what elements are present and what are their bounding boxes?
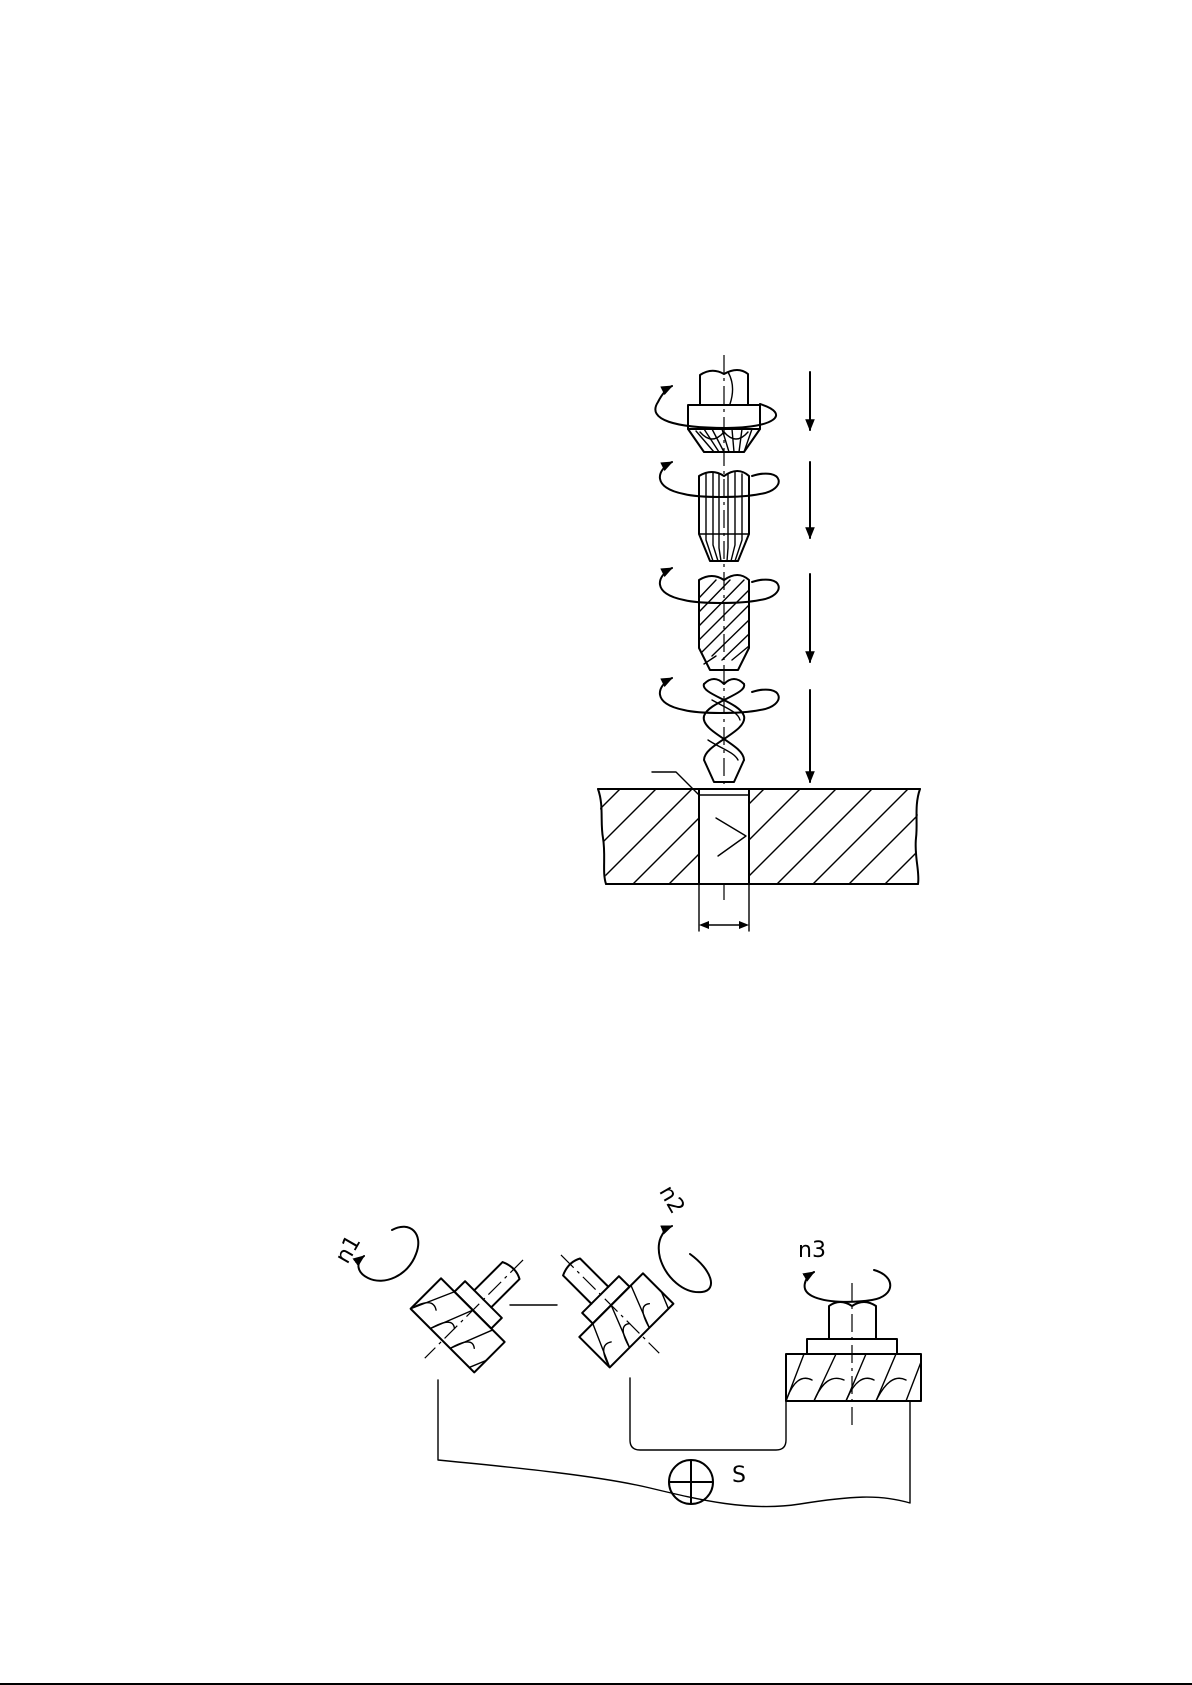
- drilling-figure: [520, 355, 1088, 931]
- label-n2: n2: [654, 1182, 690, 1219]
- label-n1: n1: [331, 1231, 367, 1268]
- milling-figure: n1 n2 n3: [331, 1182, 921, 1507]
- rotation-arrow-icon: [655, 386, 776, 428]
- hatch-line: [556, 789, 656, 889]
- cutter-2-icon: [529, 1223, 691, 1385]
- hatch-line: [736, 789, 836, 889]
- machine-frame: [438, 1378, 910, 1507]
- label-s: S: [732, 1463, 746, 1488]
- rotation-arrow-icon: [805, 1270, 891, 1302]
- hatch-line: [592, 789, 692, 889]
- cutter-3-icon: [786, 1283, 921, 1425]
- hatch-line: [988, 789, 1088, 889]
- rotation-arrow-icon: [660, 678, 779, 713]
- hatch-line: [772, 789, 872, 889]
- rotation-arrow-icon: [659, 1226, 711, 1292]
- hatch-line: [808, 789, 908, 889]
- hatch-line: [952, 789, 1052, 889]
- label-n3: n3: [798, 1238, 826, 1263]
- hatch-line: [880, 789, 980, 889]
- feed-symbol-icon: [669, 1460, 713, 1504]
- rotation-arrow-icon: [660, 568, 779, 603]
- hatch-line: [916, 789, 1016, 889]
- workpiece-plate: [520, 772, 1088, 889]
- hatch-line: [844, 789, 944, 889]
- rotation-arrow-icon: [358, 1227, 418, 1281]
